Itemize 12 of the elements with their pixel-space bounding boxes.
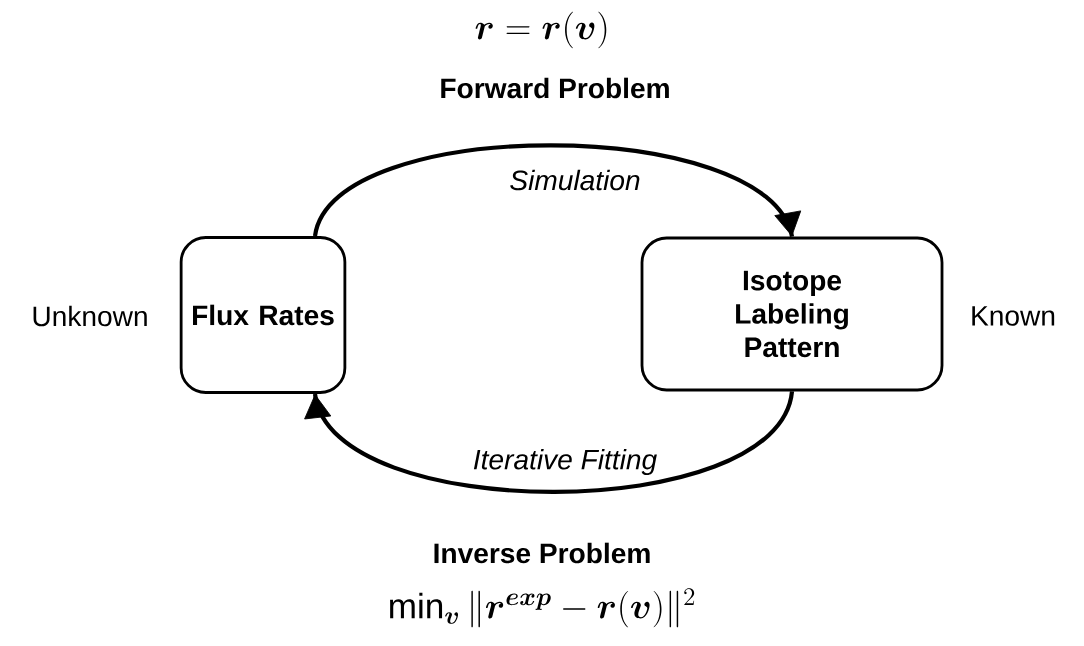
formula: $\boldsymbol{r}=\boldsymbol{r}(\boldsymbol{v})$ (475, 11, 607, 49)
edge-label: Iterative Fitting (471, 447, 659, 477)
arrow (313, 143, 802, 238)
side-label: Unknown (33, 305, 147, 327)
heading: Forward Problem (441, 77, 669, 99)
formula: $\min\nolimits_{\boldsymbol{v}}\|\boldsymbol{r}^{\boldsymbol{exp}}-\boldsymbol{r}(\boldsymbol{v})\|^{2}$ (390, 588, 695, 628)
arrow (304, 390, 794, 494)
process-box: Flux Rates (179, 236, 347, 394)
process-box: Isotope Labeling Pattern (640, 236, 944, 392)
edge-label: Simulation (507, 167, 643, 193)
heading: Inverse Problem (434, 542, 650, 564)
side-label: Known (972, 306, 1055, 326)
